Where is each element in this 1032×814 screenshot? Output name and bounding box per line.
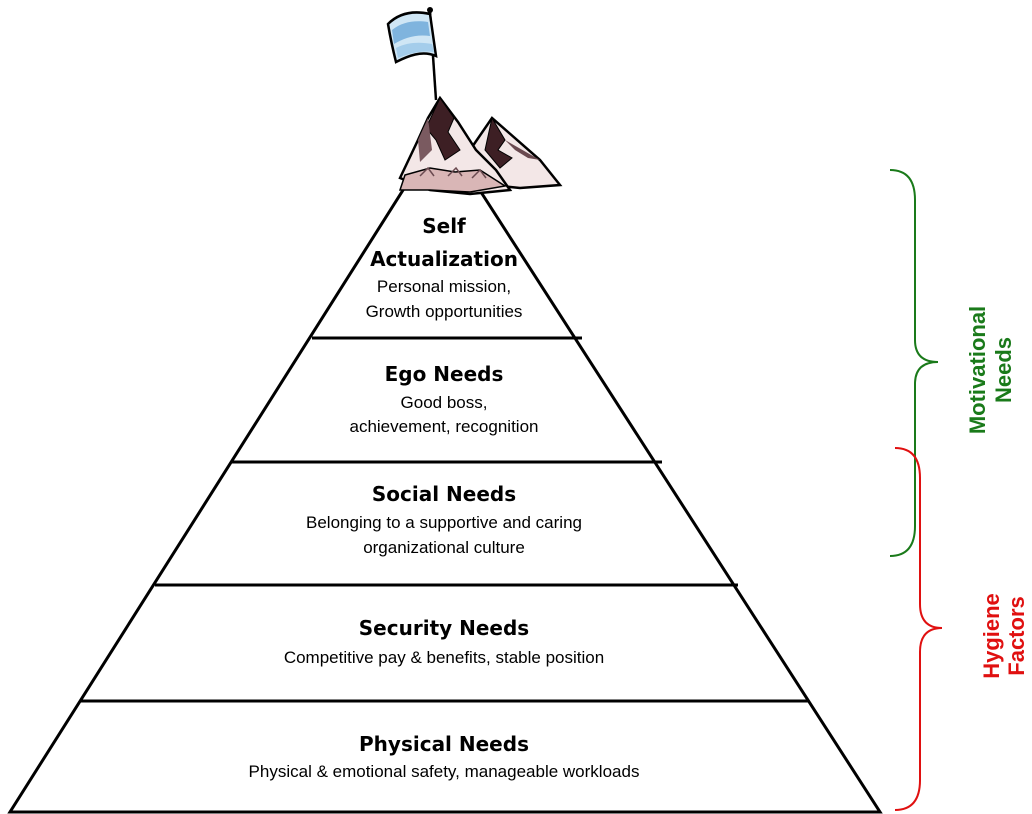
motivational-label-line2: Needs xyxy=(991,337,1016,403)
level-title: Actualization xyxy=(370,247,518,271)
level-security-needs: Security Needs Competitive pay & benefit… xyxy=(284,616,604,667)
level-title: Security Needs xyxy=(359,616,529,640)
pyramid-outline xyxy=(7,127,883,814)
level-description: Physical & emotional safety, manageable … xyxy=(249,762,640,781)
level-title: Ego Needs xyxy=(385,362,504,386)
motivational-label-line1: Motivational xyxy=(965,306,990,434)
level-physical-needs: Physical Needs Physical & emotional safe… xyxy=(249,732,640,781)
level-description: Growth opportunities xyxy=(366,302,523,321)
level-self-actualization: Self Actualization Personal mission, Gro… xyxy=(366,214,523,321)
level-description: Competitive pay & benefits, stable posit… xyxy=(284,648,604,667)
level-title: Social Needs xyxy=(372,482,516,506)
hygiene-label-line1: Hygiene xyxy=(979,593,1004,679)
level-description: Belonging to a supportive and caring xyxy=(306,513,582,532)
level-description: Personal mission, xyxy=(377,277,511,296)
level-description: achievement, recognition xyxy=(349,417,538,436)
hygiene-label-line2: Factors xyxy=(1004,596,1029,675)
level-description: organizational culture xyxy=(363,538,525,557)
hygiene-factors-bracket: Hygiene Factors xyxy=(894,447,1029,811)
level-social-needs: Social Needs Belonging to a supportive a… xyxy=(306,482,582,557)
level-title: Physical Needs xyxy=(359,732,529,756)
level-description: Good boss, xyxy=(401,393,488,412)
motivational-needs-bracket: Motivational Needs xyxy=(889,169,1016,557)
level-ego-needs: Ego Needs Good boss, achievement, recogn… xyxy=(349,362,538,436)
pyramid xyxy=(7,127,883,814)
mountain-flag-icon xyxy=(386,7,563,196)
level-title: Self xyxy=(422,214,466,238)
